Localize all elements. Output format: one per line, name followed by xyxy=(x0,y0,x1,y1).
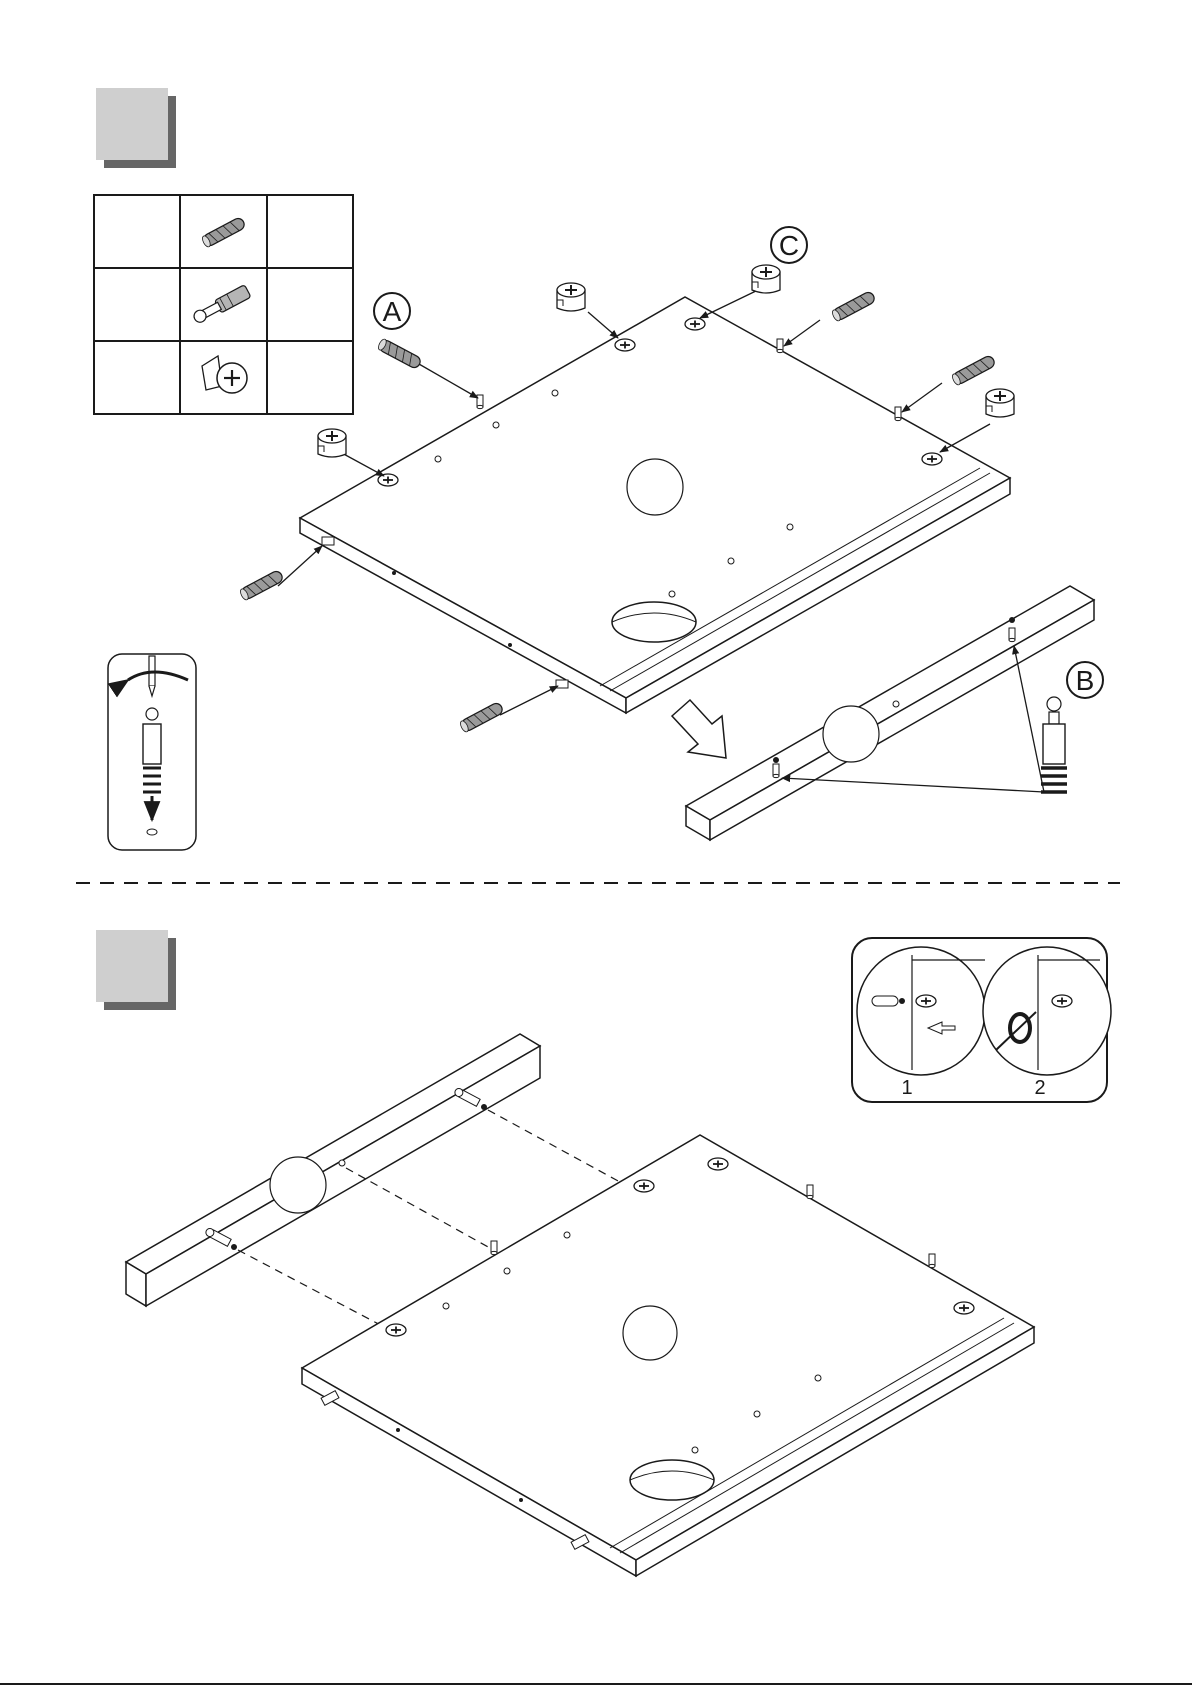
dowel-icon xyxy=(201,216,246,248)
dowel-icon xyxy=(951,354,996,386)
step-2-number-box xyxy=(96,930,176,1010)
dowel-icon xyxy=(459,701,504,733)
callout-a: A xyxy=(374,293,410,329)
dowel-icon xyxy=(239,569,284,601)
cam-tightening-detail: 1 2 xyxy=(852,938,1111,1102)
dowel-icon xyxy=(831,290,876,322)
svg-text:B: B xyxy=(1076,665,1095,696)
detail-label-2: 2 xyxy=(1034,1077,1045,1099)
detail-label-1: 1 xyxy=(901,1077,912,1099)
step-1-number-box xyxy=(96,88,176,168)
cam-lock-icon xyxy=(557,283,585,311)
cam-bolt-icon xyxy=(191,285,251,326)
svg-text:C: C xyxy=(779,230,799,261)
cam-bolt-icon xyxy=(1041,697,1067,792)
svg-text:A: A xyxy=(383,296,402,327)
cam-lock-icon xyxy=(318,429,346,457)
screwdriver-detail-inset xyxy=(108,654,196,850)
callout-c: C xyxy=(771,227,807,263)
dowel-icon xyxy=(377,338,422,370)
direction-arrow xyxy=(672,700,726,758)
cam-lock-icon xyxy=(986,389,1014,417)
callout-b: B xyxy=(1067,662,1103,698)
shelf-panel-step2 xyxy=(302,1135,1034,1576)
cam-lock-icon xyxy=(202,356,247,393)
cam-lock-icon xyxy=(752,265,780,293)
